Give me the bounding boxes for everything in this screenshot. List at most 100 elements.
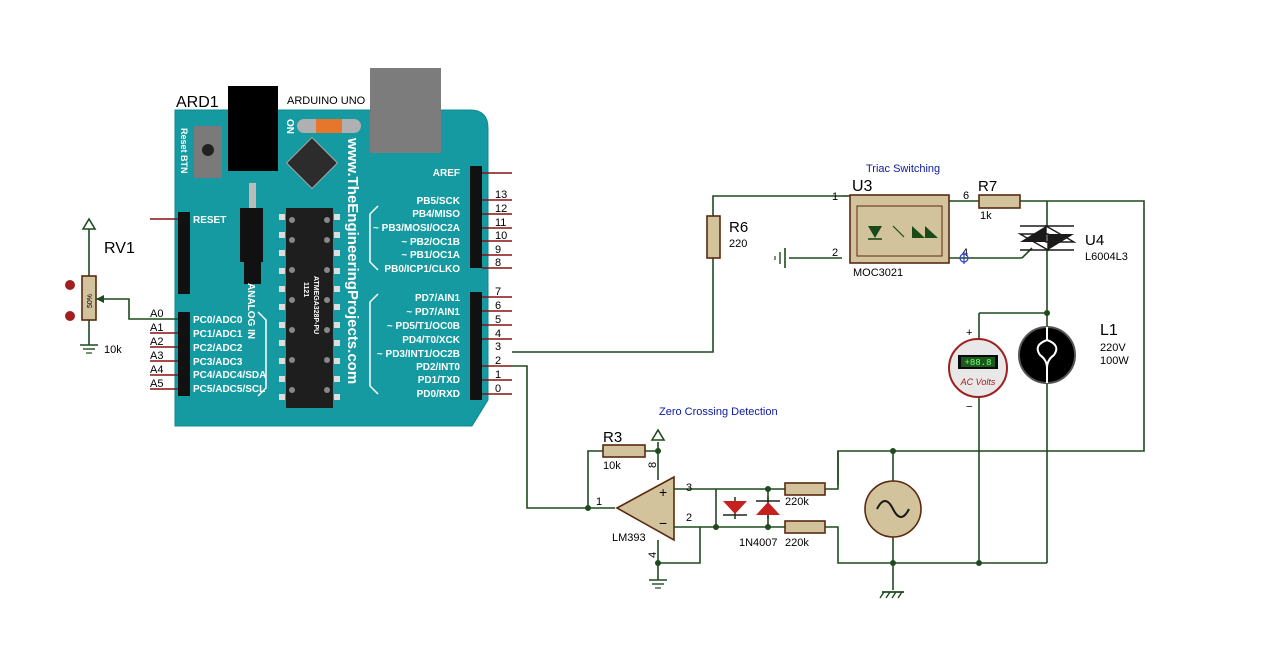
pin-label-7: PD7/AIN1 [415,293,460,304]
reset-btn-label: Reset BTN [179,128,189,174]
arduino-ref: ARD1 [176,94,219,111]
pin-num-a0: A0 [150,308,163,320]
analog-slider-knob [240,208,263,262]
zero-cross-annotation: Zero Crossing Detection [659,406,778,418]
analog-pin-numbers: A0 A1 A2 A3 A4 A5 [150,308,163,390]
pin-label-13: PB5/SCK [417,196,461,207]
arduino-model: ARDUINO UNO [287,95,366,107]
pin-label-a4: PC4/ADC4/SDA [193,370,266,381]
diode-2[interactable] [756,500,780,515]
r7-ref: R7 [978,178,997,195]
power-terminal-icon [81,217,97,230]
pin-label-2: PD2/INT0 [416,362,460,373]
chip-label: ATMEGA328P-PU [312,276,319,334]
probe-icon [959,252,969,264]
wire-pin3-to-r6 [512,195,842,353]
pin-label-1: PD1/TXD [418,375,460,386]
lm393-pin3: 3 [686,482,692,494]
r-top-value: 220k [785,496,809,508]
digital-pin-labels-top: PB5/SCK PB4/MISO ~ PB3/MOSI/OC2A ~ PB2/O… [373,196,461,275]
digital-pin-numbers: 13 12 11 10 9 8 7 6 5 4 3 2 1 0 [495,189,507,395]
pin-num-4: 4 [495,328,501,340]
r-220k-bottom[interactable] [784,520,826,534]
lm393-pin4: 4 [647,552,659,558]
r7-value: 1k [980,210,992,222]
u3-pin4: 4 [962,247,968,259]
l1-voltage: 220V [1100,342,1126,354]
pin-num-8: 8 [495,257,501,269]
wire-pin2-to-comparator [512,365,615,509]
junction-dots [585,310,1050,566]
bracket-bottom [369,293,379,395]
l1-power: 100W [1100,355,1129,367]
rv1-potentiometer[interactable] [81,229,178,345]
r6-resistor[interactable] [706,215,721,259]
r-220k-top[interactable] [784,482,826,496]
ac-voltmeter[interactable] [948,338,1008,398]
adjust-dot-icon[interactable] [65,280,75,321]
analog-in-label: ANALOG IN [245,283,256,339]
pin-num-7: 7 [495,286,501,298]
voltmeter-plus: + [966,327,972,339]
pin-label-6: ~ PD7/AIN1 [406,307,460,318]
rv1-wiper: 50% [87,294,94,308]
pin-num-13: 13 [495,189,507,201]
website-label: www.TheEngineeringProjects.com [344,137,361,384]
pin-num-a2: A2 [150,336,163,348]
pin-label-a2: PC2/ADC2 [193,343,243,354]
pin-stubs [150,172,512,395]
pin-label-10: ~ PB2/OC1B [401,237,460,248]
lm393-pin8: 8 [647,462,659,468]
pin-num-11: 11 [495,217,506,229]
diode-1[interactable] [723,501,747,516]
reset-button-cap [202,144,214,156]
pin-num-2: 2 [495,355,501,367]
u3-pin6: 6 [963,190,969,202]
r6-value: 220 [729,238,747,250]
ground-icon-u3 [774,248,786,268]
u4-part: L6004L3 [1085,251,1128,263]
u3-optocoupler[interactable] [849,194,950,264]
on-label: ON [284,119,295,134]
aref-pin-label: AREF [433,168,460,179]
rv1-value: 10k [104,344,122,356]
u3-pin1: 1 [832,191,838,203]
r6-ref: R6 [729,219,748,236]
lm393-pin1: 1 [596,496,602,508]
voltmeter-minus: − [966,401,972,413]
usb-connector [370,68,441,153]
pin-num-a4: A4 [150,364,163,376]
ground-icon-ac [879,591,904,599]
pin-label-a3: PC3/ADC3 [193,357,243,368]
l1-lamp[interactable] [1018,326,1076,384]
r3-resistor[interactable] [602,444,646,458]
ground-icon-rv1 [80,344,98,354]
u4-triac[interactable] [1017,224,1077,252]
u4-ref: U4 [1085,232,1104,249]
chip-code: 1121 [302,282,309,297]
r7-resistor[interactable] [978,194,1021,209]
analog-pin-labels: PC0/ADC0 PC1/ADC1 PC2/ADC2 PC3/ADC3 PC4/… [193,315,266,395]
u3-part: MOC3021 [853,267,903,279]
pin-num-a5: A5 [150,378,163,390]
digital-header-top [470,166,482,268]
arduino-uno-board[interactable] [174,68,489,427]
triac-annotation: Triac Switching [866,163,940,175]
pin-label-0: PD0/RXD [417,389,460,400]
u3-pin2: 2 [832,247,838,259]
r3-ref: R3 [603,429,622,446]
on-led [316,119,342,133]
lm393-part: LM393 [612,532,646,544]
ac-source[interactable] [864,480,922,538]
pin-num-12: 12 [495,203,507,215]
pin-num-3: 3 [495,341,501,353]
lm393-comparator[interactable] [615,475,675,542]
pin-label-a0: PC0/ADC0 [193,315,243,326]
digital-pin-labels-bottom: PD7/AIN1 ~ PD7/AIN1 ~ PD5/T1/OC0B PD4/T0… [377,293,461,400]
lm393-plus: + [659,484,667,500]
pin-num-a3: A3 [150,350,163,362]
power-jack [228,86,278,171]
bracket-top [369,205,379,271]
power-header [178,212,190,294]
